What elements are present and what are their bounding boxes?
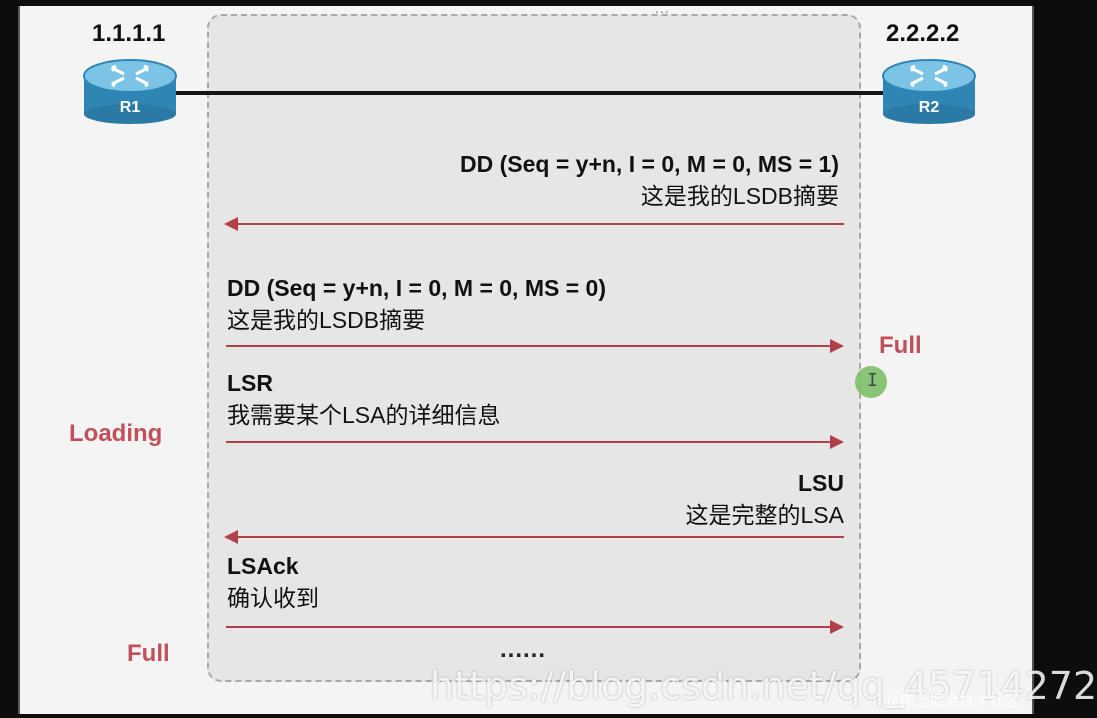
arrow-shaft — [234, 536, 844, 538]
window-handle-dots[interactable]: ... — [655, 0, 670, 16]
r1-state-loading: Loading — [69, 420, 163, 447]
router-link-line — [175, 91, 887, 95]
router-r2-top — [882, 59, 976, 93]
arrow-shaft — [234, 223, 844, 225]
message-description: 这是我的LSDB摘要 — [640, 183, 839, 209]
message-lsu: LSU 这是完整的LSA — [686, 467, 844, 531]
message-description: 我需要某个LSA的详细信息 — [227, 402, 501, 428]
r1-state-full: Full — [127, 640, 170, 667]
router-r2-label: R2 — [919, 99, 940, 116]
message-description: 确认收到 — [227, 585, 319, 611]
arrow-right-2 — [226, 339, 844, 353]
arrow-left-4 — [224, 530, 844, 544]
juejin-watermark: @稀土掘金技术社区 — [884, 693, 1020, 710]
r2-ip-label: 2.2.2.2 — [886, 20, 960, 47]
router-r1-icon: R1 — [83, 59, 177, 124]
router-r1-top — [83, 59, 177, 93]
message-title: DD (Seq = y+n, I = 0, M = 0, MS = 1) — [460, 151, 839, 177]
arrow-left-1 — [224, 217, 844, 231]
arrow-shaft — [226, 626, 834, 628]
continuation-ellipsis: ...... — [500, 636, 547, 663]
arrowhead-left-icon — [224, 530, 238, 544]
router-r1-arrows-icon — [110, 64, 150, 88]
arrow-right-3 — [226, 435, 844, 449]
r2-state-full: Full — [879, 332, 922, 359]
r1-ip-label: 1.1.1.1 — [92, 20, 166, 47]
message-dd-ms1: DD (Seq = y+n, I = 0, M = 0, MS = 1) 这是我… — [460, 148, 839, 212]
mouse-cursor-highlight: I — [855, 366, 887, 398]
arrow-shaft — [226, 441, 834, 443]
arrowhead-right-icon — [830, 620, 844, 634]
message-title: DD (Seq = y+n, I = 0, M = 0, MS = 0) — [227, 275, 606, 301]
message-title: LSU — [798, 470, 844, 496]
message-lsack: LSAck 确认收到 — [227, 550, 319, 614]
router-r1-label: R1 — [120, 99, 141, 116]
message-title: LSAck — [227, 553, 299, 579]
arrow-shaft — [226, 345, 834, 347]
router-r2-base — [883, 104, 975, 124]
message-dd-ms0: DD (Seq = y+n, I = 0, M = 0, MS = 0) 这是我… — [227, 272, 606, 336]
message-lsr: LSR 我需要某个LSA的详细信息 — [227, 367, 500, 431]
exchange-panel — [207, 14, 861, 682]
router-r2-arrows-icon — [909, 64, 949, 88]
arrow-right-5 — [226, 620, 844, 634]
router-r1-base — [84, 104, 176, 124]
message-description: 这是完整的LSA — [685, 502, 844, 528]
arrowhead-right-icon — [830, 339, 844, 353]
router-r2-icon: R2 — [882, 59, 976, 124]
message-description: 这是我的LSDB摘要 — [227, 307, 426, 333]
arrowhead-right-icon — [830, 435, 844, 449]
message-title: LSR — [227, 370, 273, 396]
csdn-watermark: https://blog.csdn.net/qq_45714272 — [430, 664, 1097, 708]
text-cursor-icon: I — [867, 370, 878, 391]
arrowhead-left-icon — [224, 217, 238, 231]
